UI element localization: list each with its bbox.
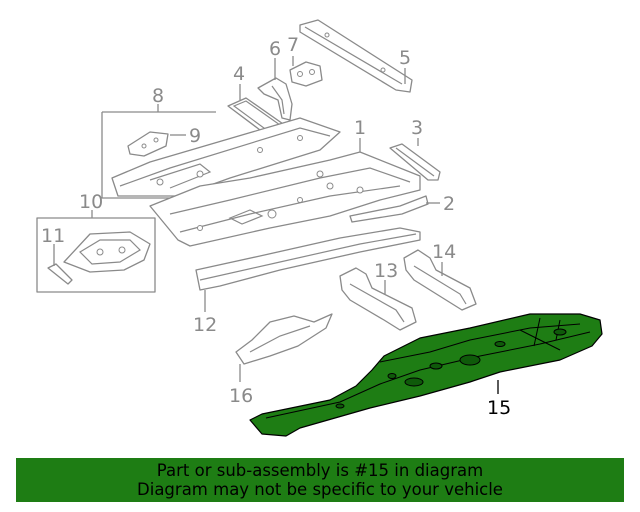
part-14-member[interactable] xyxy=(403,249,477,311)
callout-10: 10 xyxy=(79,191,103,213)
part-13-member[interactable] xyxy=(339,267,417,331)
callout-5: 5 xyxy=(399,47,411,69)
part-5-bar[interactable] xyxy=(299,19,413,93)
part-12-rail[interactable] xyxy=(195,227,421,291)
part-11-bracket[interactable] xyxy=(47,263,73,285)
parts-diagram: 1 2 3 4 5 6 7 8 9 10 11 12 13 14 15 16 xyxy=(36,19,603,437)
part-2-rail[interactable] xyxy=(349,195,429,223)
callout-4: 4 xyxy=(233,63,245,85)
part-8-group[interactable] xyxy=(101,111,341,199)
callout-12: 12 xyxy=(193,314,217,336)
callout-1: 1 xyxy=(354,117,366,139)
part-15-under-cover[interactable] xyxy=(249,313,603,437)
part-3-rail[interactable] xyxy=(389,143,441,181)
part-10-group[interactable] xyxy=(36,217,156,293)
banner-line-1: Part or sub-assembly is #15 in diagram xyxy=(156,461,484,480)
callout-15: 15 xyxy=(487,397,511,419)
callout-11: 11 xyxy=(41,225,65,247)
info-banner: Part or sub-assembly is #15 in diagram D… xyxy=(16,458,624,502)
callout-3: 3 xyxy=(411,117,423,139)
callout-2: 2 xyxy=(443,193,455,215)
callout-16: 16 xyxy=(229,385,253,407)
callout-8: 8 xyxy=(152,85,164,107)
part-9-bracket[interactable] xyxy=(127,131,169,157)
callout-13: 13 xyxy=(374,260,398,282)
callout-14: 14 xyxy=(432,241,456,263)
leader-lines xyxy=(53,56,499,394)
banner-line-2: Diagram may not be specific to your vehi… xyxy=(137,480,503,499)
part-6-bracket[interactable] xyxy=(257,77,293,121)
callout-6: 6 xyxy=(269,38,281,60)
callout-7: 7 xyxy=(287,34,299,56)
callout-9: 9 xyxy=(189,125,201,147)
part-7-bracket[interactable] xyxy=(289,61,323,87)
part-1-floor-pan[interactable] xyxy=(149,151,421,247)
part-16-shield[interactable] xyxy=(235,313,333,365)
